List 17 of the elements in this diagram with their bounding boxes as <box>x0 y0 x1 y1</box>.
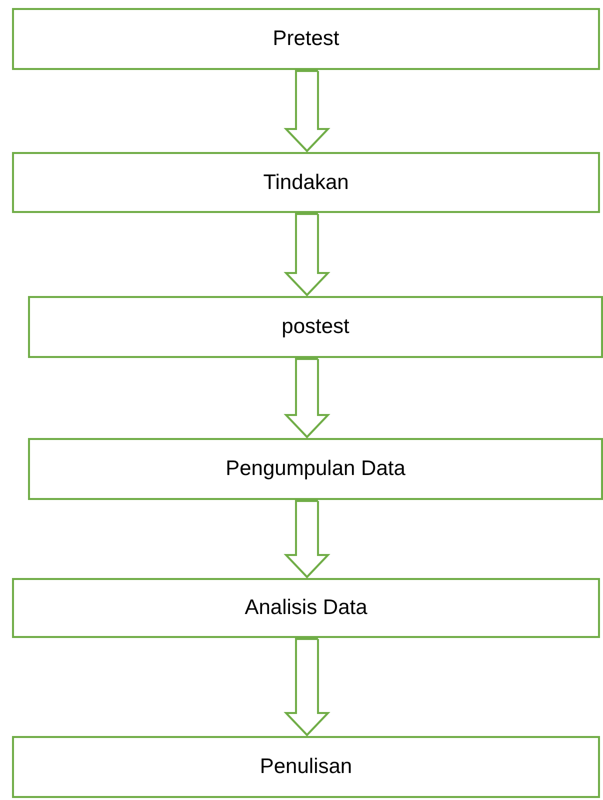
step-label: Pretest <box>272 27 340 51</box>
block-arrow <box>284 500 330 578</box>
block-arrow <box>284 213 330 296</box>
block-arrow <box>284 638 330 736</box>
block-arrow <box>284 358 330 438</box>
step-label: Penulisan <box>260 755 352 779</box>
step-label: Analisis Data <box>244 596 368 620</box>
step-label: Tindakan <box>263 170 349 194</box>
block-arrow <box>284 70 330 152</box>
step-label: postest <box>282 315 350 339</box>
process-box <box>12 578 600 638</box>
process-box <box>12 8 600 70</box>
step-label: Pengumpulan Data <box>226 457 406 481</box>
process-box <box>28 438 603 500</box>
process-box <box>28 296 603 358</box>
process-box <box>12 736 600 798</box>
process-box <box>12 152 600 213</box>
